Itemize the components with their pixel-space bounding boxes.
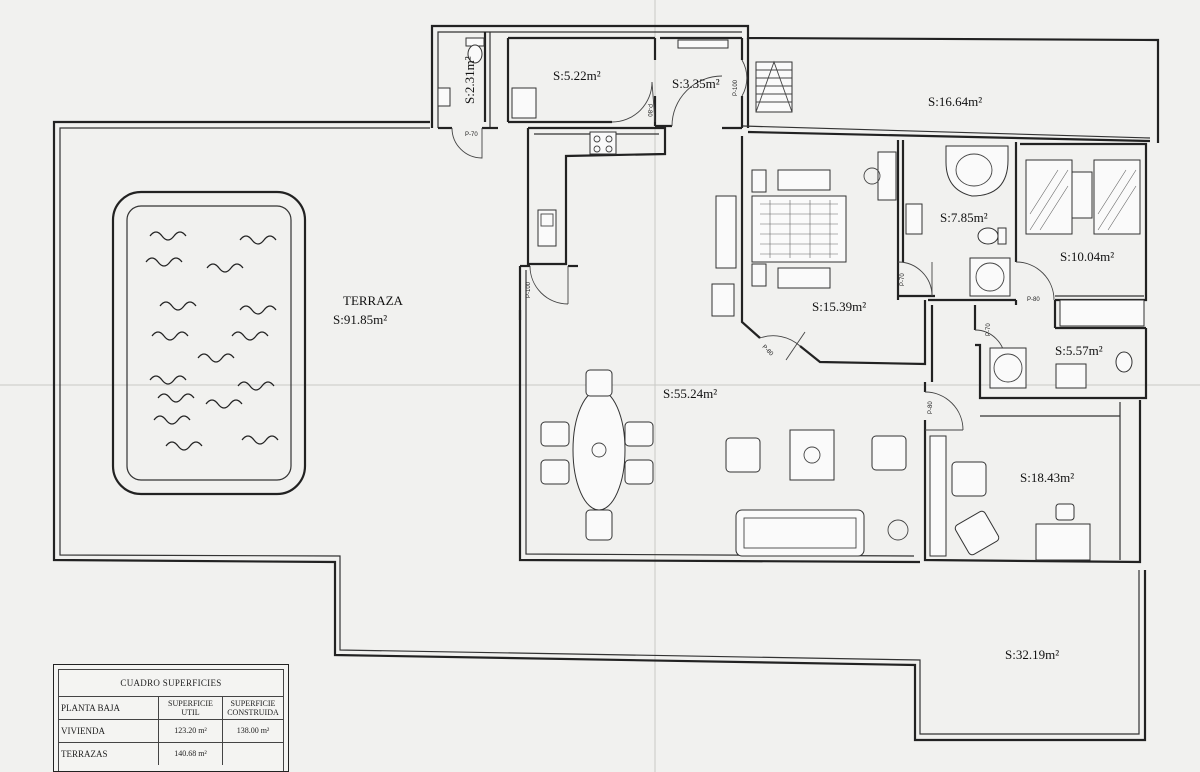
dresser [877,151,897,201]
room-labels: TERRAZA S:91.85m² S:2.31m² S:5.22m² S:3.… [333,56,1114,662]
shower-tray [969,257,1011,297]
door-label: P-70 [465,132,478,138]
terrazas-util-value: 140.68 m² [159,743,223,765]
wc-area: S:2.31m² [462,56,477,104]
bath-sink [905,203,923,235]
master-bedroom-area: S:15.39m² [812,299,866,314]
wc-sink [437,87,451,107]
dining-table [572,389,626,511]
plant-icon [887,519,909,541]
summary-title: CUADRO SUPERFICIES [59,670,283,697]
bench [777,169,831,191]
bath-sink [1055,363,1087,389]
armchair [725,437,761,473]
armchair [871,435,907,471]
row-label-terrazas: TERRAZAS [59,743,159,765]
bench [777,267,831,289]
doors [451,59,1055,431]
terraza-area: S:91.85m² [333,312,387,327]
kitchen-sink [537,209,557,247]
header-construida-line1: SUPERFICIE [230,699,276,708]
dining-chairs [540,369,654,541]
single-bed [1025,159,1073,235]
door-label: P-100 [526,281,532,298]
storage-area: S:5.22m² [553,68,601,83]
staircase [755,60,793,113]
house-walls [430,24,1160,564]
desk [1035,523,1091,561]
fixtures [437,37,1145,561]
terrace-outline [52,120,1147,742]
armchair [954,510,1000,556]
door-label: P-80 [761,344,775,358]
tv-cabinet [715,195,737,269]
sofa [735,509,865,557]
office-chair [1055,503,1075,521]
shower-tray [989,347,1027,389]
nightstand [751,169,767,193]
office-area: S:18.43m² [1020,470,1074,485]
door-label: P-70 [986,323,992,336]
table-row: TERRAZAS 140.68 m² [59,743,283,765]
lower-terrace-area: S:32.19m² [1005,647,1059,662]
vivienda-construida-value: 138.00 m² [236,726,270,735]
water-waves [145,231,279,451]
header-superficie-util: SUPERFICIE UTIL [159,697,223,719]
hall-shelf [677,39,729,49]
single-bed [1093,159,1141,235]
door-label: P-100 [733,79,739,96]
toilet [467,44,483,64]
door-label: P-80 [928,401,934,414]
vivienda-util-value: 123.20 m² [159,720,223,742]
cooktop [589,131,617,155]
nightstand [751,263,767,287]
header-util-line1: SUPERFICIE [168,699,213,708]
coffee-table [789,429,835,481]
pool [111,190,307,496]
toilet [977,227,999,245]
storage-unit [511,87,537,119]
terraza-name: TERRAZA [343,293,404,308]
hall-area: S:3.35m² [672,76,720,91]
corner-bathtub [945,145,1009,197]
door-label: P-70 [900,273,906,286]
side-cabinet [711,283,735,317]
nightstand [1071,171,1093,219]
bathroom-area: S:7.85m² [940,210,988,225]
header-planta-baja: PLANTA BAJA [59,697,159,719]
surface-summary-table: CUADRO SUPERFICIES PLANTA BAJA SUPERFICI… [53,664,289,772]
row-label-vivienda: VIVIENDA [59,720,159,742]
double-bed [751,195,847,263]
summary-header-row: PLANTA BAJA SUPERFICIE UTIL SUPERFICIE C… [59,697,283,720]
wardrobe [1059,299,1145,327]
toilet [1115,351,1133,373]
bathroom2-area: S:5.57m² [1055,343,1103,358]
upper-terrace-area: S:16.64m² [928,94,982,109]
header-util-line2: UTIL [181,708,200,717]
table-row: VIVIENDA 123.20 m² 138.00 m² [59,720,283,743]
terrazas-construida-value [223,743,283,765]
bedroom2-area: S:10.04m² [1060,249,1114,264]
door-label: P-80 [646,104,652,117]
bookshelf [929,435,947,557]
living-area: S:55.24m² [663,386,717,401]
door-label: P-80 [1027,297,1040,303]
header-construida-line2: CONSTRUIDA [227,708,279,717]
header-superficie-construida: SUPERFICIE CONSTRUIDA [223,697,283,719]
armchair [951,461,987,497]
